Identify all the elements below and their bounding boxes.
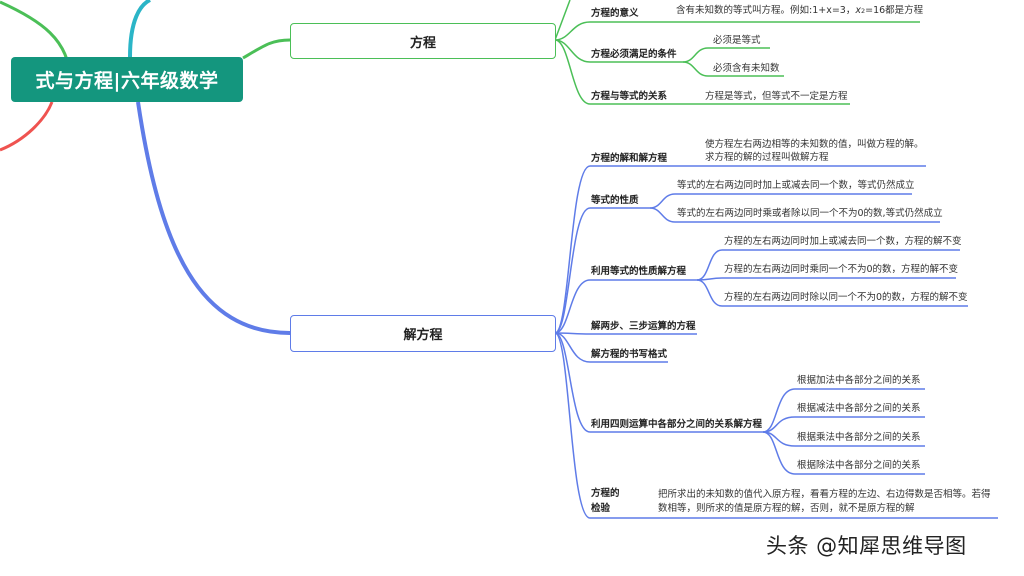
leaf-op-divide[interactable]: 根据除法中各部分之间的关系 (797, 460, 921, 471)
watermark: 头条 @知犀思维导图 (766, 534, 967, 558)
leaf-meaning-exponent: 2 (860, 7, 866, 15)
topic-check-line1: 方程的 (591, 488, 620, 499)
leaf-meaning[interactable]: 含有未知数的等式叫方程。例如:1+x=3，x2=16都是方程 (676, 5, 923, 17)
leaf-use-divide[interactable]: 方程的左右两边同时除以同一个不为0的数，方程的解不变 (724, 292, 968, 303)
topic-check-line2: 检验 (591, 503, 611, 514)
leaf-meaning-var: x (855, 5, 861, 16)
leaf-solving-def[interactable]: 求方程的解的过程叫做解方程 (705, 152, 829, 163)
leaf-check[interactable]: 把所求出的未知数的值代入原方程，看看方程的左边、右边得数是否相等。若得数相等，则… (658, 489, 991, 514)
topic-check[interactable]: 方程的 检验 (591, 488, 620, 515)
leaf-property-multiply[interactable]: 等式的左右两边同时乘或者除以同一个不为0的数,等式仍然成立 (677, 208, 943, 219)
topic-meaning[interactable]: 方程的意义 (591, 8, 639, 19)
leaf-condition-equation[interactable]: 必须是等式 (713, 35, 761, 46)
leaf-meaning-text: 含有未知数的等式叫方程。例如:1+x=3， (676, 5, 856, 16)
leaf-meaning-tail: =16都是方程 (865, 5, 924, 16)
topic-conditions[interactable]: 方程必须满足的条件 (591, 49, 677, 60)
root-node[interactable]: 式与方程|六年级数学 (11, 57, 243, 102)
topic-solution[interactable]: 方程的解和解方程 (591, 153, 668, 164)
branch-node-jiefangcheng[interactable]: 解方程 (290, 315, 556, 352)
branch-node-fangcheng[interactable]: 方程 (290, 23, 556, 59)
leaf-op-add[interactable]: 根据加法中各部分之间的关系 (797, 375, 921, 386)
leaf-use-add[interactable]: 方程的左右两边同时加上或减去同一个数，方程的解不变 (724, 236, 962, 247)
leaf-property-add[interactable]: 等式的左右两边同时加上或减去同一个数，等式仍然成立 (677, 180, 915, 191)
leaf-use-multiply[interactable]: 方程的左右两边同时乘同一个不为0的数，方程的解不变 (724, 264, 959, 275)
leaf-op-subtract[interactable]: 根据减法中各部分之间的关系 (797, 403, 921, 414)
topic-properties[interactable]: 等式的性质 (591, 195, 639, 206)
topic-relation[interactable]: 方程与等式的关系 (591, 91, 668, 102)
topic-format[interactable]: 解方程的书写格式 (591, 349, 668, 360)
leaf-relation[interactable]: 方程是等式，但等式不一定是方程 (705, 91, 848, 102)
topic-multistep[interactable]: 解两步、三步运算的方程 (591, 321, 696, 332)
leaf-solution-def[interactable]: 使方程左右两边相等的未知数的值，叫做方程的解。 (705, 139, 924, 150)
topic-use-properties[interactable]: 利用等式的性质解方程 (591, 266, 687, 277)
topic-four-operations[interactable]: 利用四则运算中各部分之间的关系解方程 (591, 419, 763, 430)
leaf-condition-unknown[interactable]: 必须含有未知数 (713, 63, 780, 74)
leaf-op-multiply[interactable]: 根据乘法中各部分之间的关系 (797, 432, 921, 443)
